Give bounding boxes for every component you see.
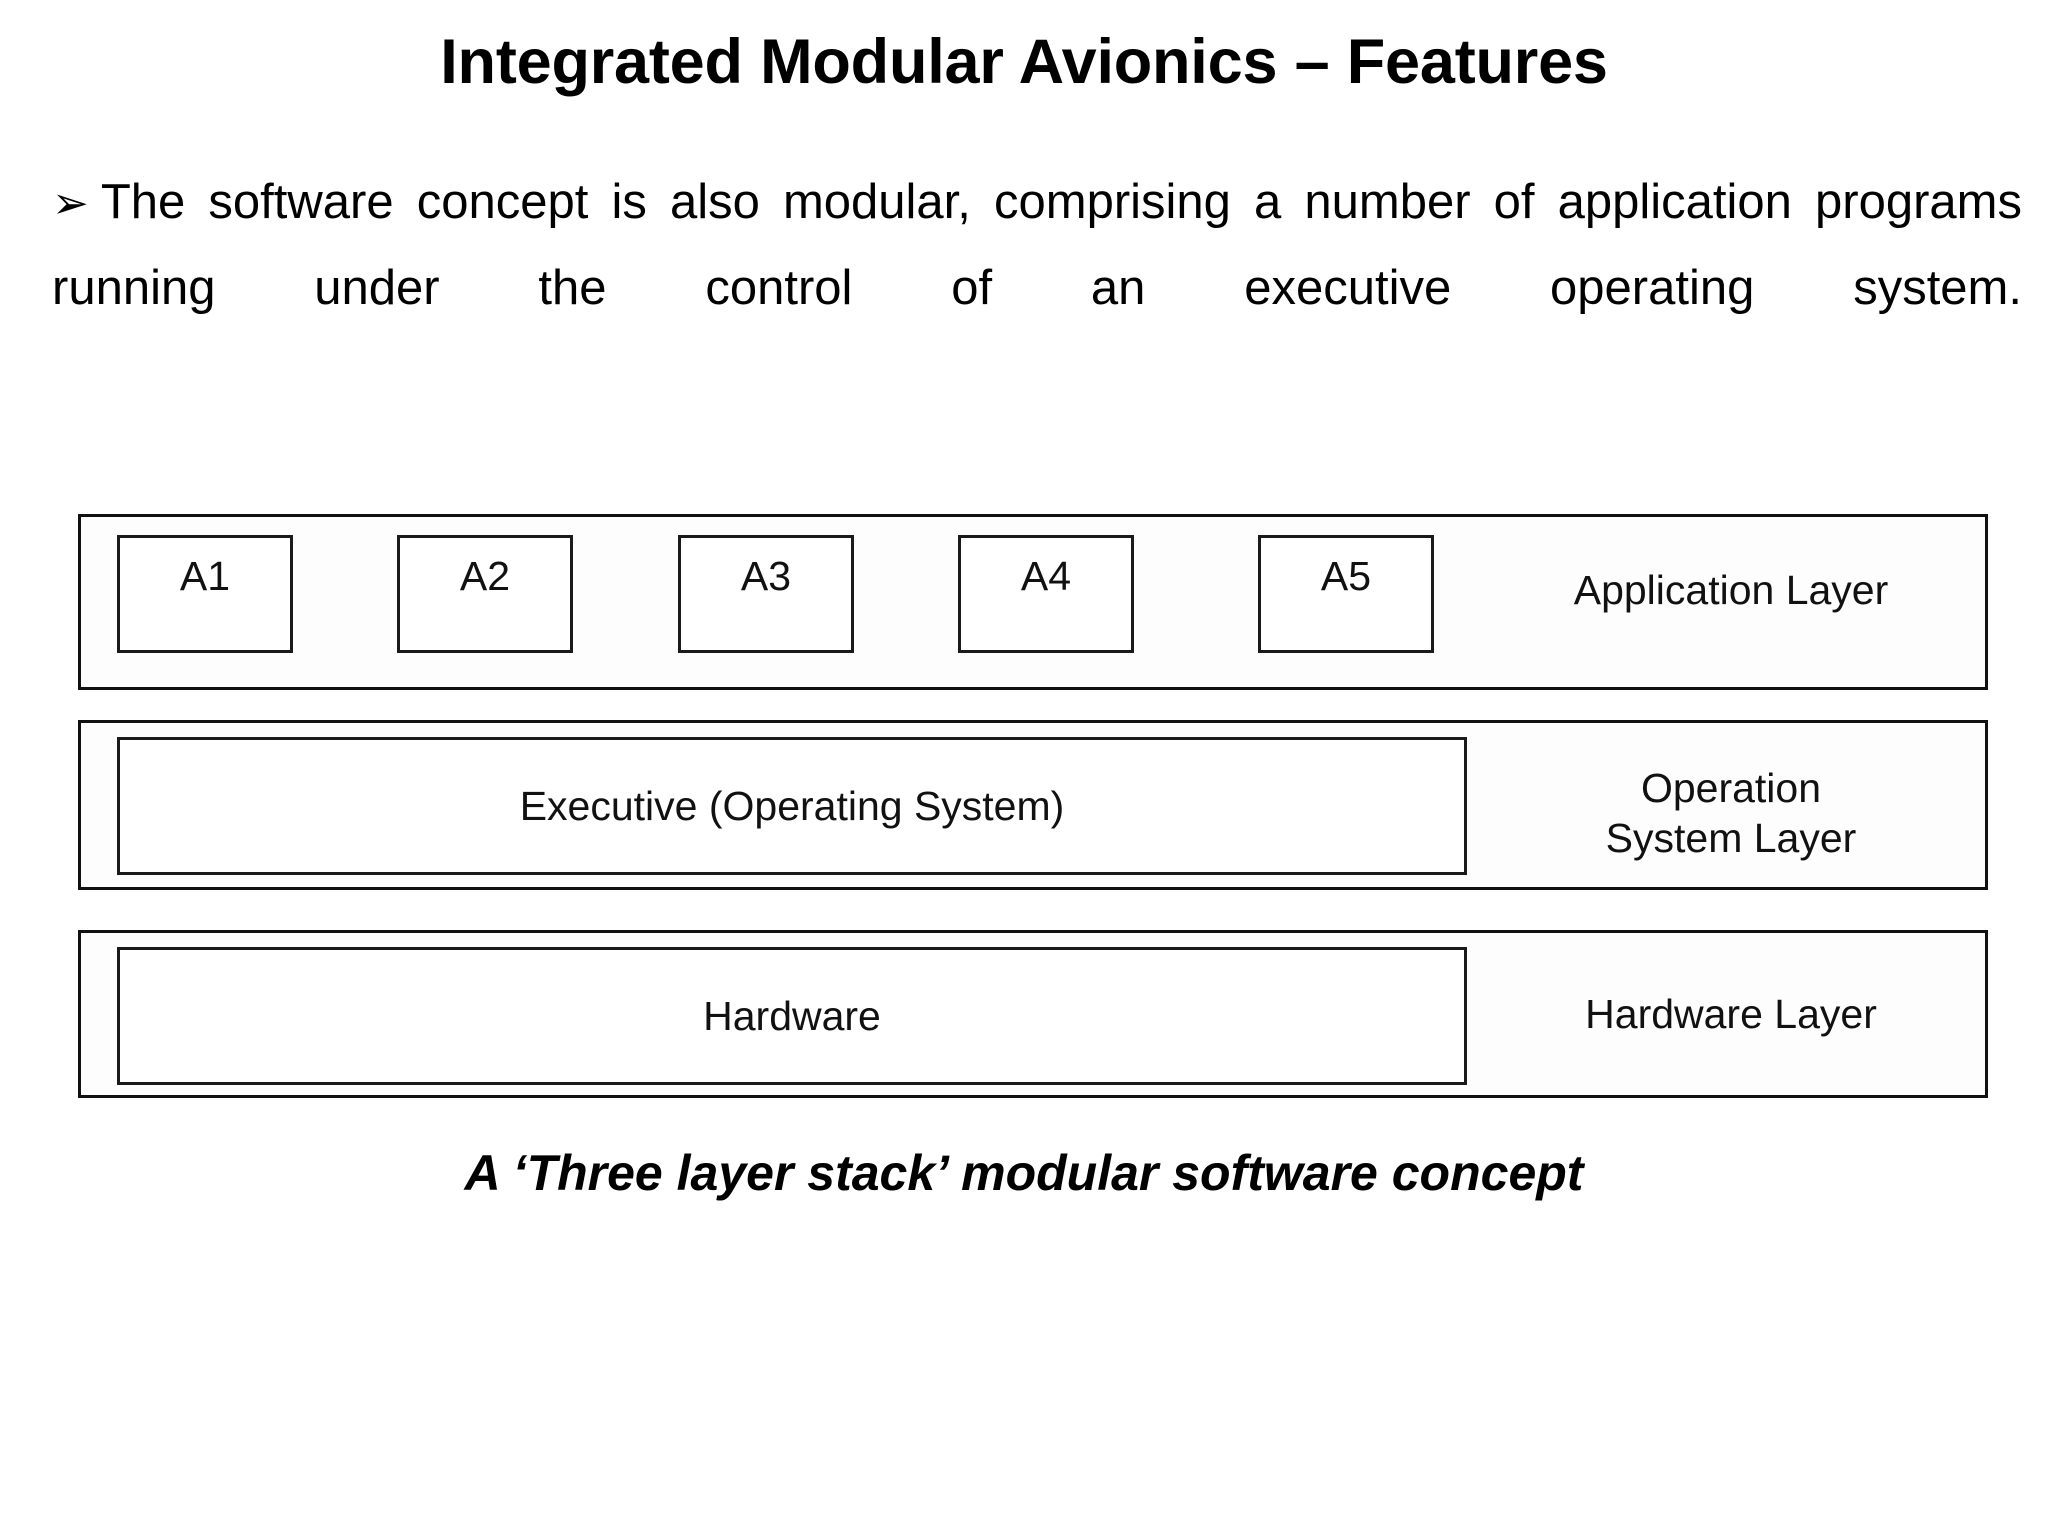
hardware-block-label: Hardware [703, 993, 881, 1039]
body-content: ➢The software concept is also modular, c… [52, 160, 2022, 414]
bullet-paragraph: ➢The software concept is also modular, c… [52, 160, 2022, 414]
hardware-layer-label: Hardware Layer [1585, 991, 1877, 1037]
operating-system-layer-label-line2: System Layer [1605, 815, 1857, 861]
application-block-a4-label: A4 [1020, 553, 1072, 599]
application-block-a5: A5 [1258, 535, 1434, 653]
application-block-a1: A1 [117, 535, 293, 653]
arrow-bullet-icon: ➢ [52, 178, 89, 229]
executive-block-label: Executive (Operating System) [519, 783, 1065, 829]
application-block-a3: A3 [678, 535, 854, 653]
page-title: Integrated Modular Avionics – Features [440, 27, 1608, 97]
application-block-a5-label: A5 [1320, 553, 1372, 599]
application-block-a4: A4 [958, 535, 1134, 653]
hardware-block: Hardware [117, 947, 1467, 1085]
application-block-a2-label: A2 [459, 553, 511, 599]
application-layer-frame: A1 A2 A3 A4 A5 Application Layer [78, 514, 1988, 690]
operating-system-layer-label-line1: Operation [1640, 765, 1822, 811]
application-block-a1-label: A1 [179, 553, 231, 599]
operating-system-layer-label: Operation System Layer [1481, 763, 1981, 863]
figure-caption: A ‘Three layer stack’ modular software c… [464, 1145, 1584, 1201]
hardware-layer-frame: Hardware Hardware Layer [78, 930, 1988, 1098]
application-layer-label: Application Layer [1573, 567, 1889, 613]
executive-block: Executive (Operating System) [117, 737, 1467, 875]
application-block-a3-label: A3 [740, 553, 792, 599]
bullet-paragraph-text: The software concept is also modular, co… [52, 175, 2022, 315]
three-layer-stack-diagram: A1 A2 A3 A4 A5 Application Layer Executi… [78, 514, 1988, 1098]
operating-system-layer-frame: Executive (Operating System) Operation S… [78, 720, 1988, 890]
application-block-a2: A2 [397, 535, 573, 653]
